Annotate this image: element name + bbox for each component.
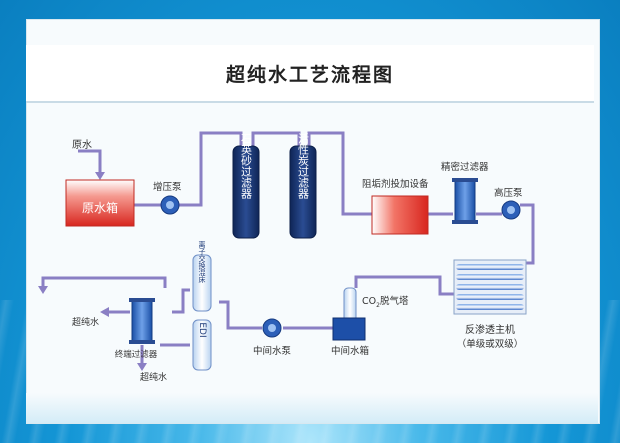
pipe-ix-loop: [172, 288, 190, 314]
arrow-top-return: [38, 286, 48, 294]
ro-membrane-tube-4: [456, 294, 524, 300]
ro-membrane-tube-1: [456, 264, 524, 270]
middle-water-tank: 中间水箱: [331, 317, 369, 357]
pipe-quartz-to-carbon: [251, 131, 301, 146]
label-edi: EDI: [197, 322, 207, 337]
co2-degasser-tower: CO2脱气塔: [343, 287, 409, 327]
arrow-raw-inlet: [95, 172, 105, 180]
label-carbon-filter: 活性炭过滤器: [297, 133, 310, 200]
label-booster-pump: 增压泵: [153, 181, 182, 193]
pipe-ro-to-degasser: [354, 275, 458, 296]
pipe-return-top: [41, 276, 167, 290]
label-ultrapure-return: 超纯水: [140, 371, 167, 383]
precision-filter: 精密过滤器: [441, 161, 489, 224]
ro-membrane-tube-3: [456, 284, 524, 290]
middle-water-pump: 中间水泵: [253, 318, 292, 357]
pipe-midpump-to-edi: [219, 300, 262, 330]
pipe-network: [41, 131, 535, 367]
panel-bottom-fade: [26, 393, 598, 423]
label-final-filter: 终端过滤器: [115, 349, 158, 360]
page-title: 超纯水工艺流程图: [225, 63, 394, 86]
label-ion-exchange: 离子交换混床: [198, 240, 206, 284]
label-precision-filter: 精密过滤器: [441, 161, 489, 173]
quartz-sand-filter: 石英砂过滤器: [232, 133, 260, 239]
edi-unit: EDI: [192, 319, 212, 371]
label-raw-water: 原水: [72, 139, 92, 151]
arrow-return: [137, 363, 147, 371]
ro-main-unit: 反渗透主机 （单级或双级）: [453, 259, 527, 350]
title-bar: 超纯水工艺流程图: [26, 45, 594, 103]
pipe-hp-to-ro: [520, 203, 535, 265]
label-high-pressure-pump: 高压泵: [494, 187, 523, 199]
pipe-raw-inlet: [78, 149, 102, 176]
label-antiscalant: 阻垢剂投加设备: [362, 178, 429, 190]
antiscalant-dosing: 阻垢剂投加设备: [362, 178, 429, 235]
high-pressure-pump: 高压泵: [494, 187, 523, 220]
label-middle-pump: 中间水泵: [253, 345, 292, 357]
activated-carbon-filter: 活性炭过滤器: [289, 133, 317, 239]
label-degasser: CO2脱气塔: [362, 295, 409, 309]
label-ro-stage: （单级或双级）: [457, 338, 524, 350]
pipe-booster-to-quartz: [179, 131, 243, 207]
label-ro-main: 反渗透主机: [465, 323, 515, 336]
arrow-out: [100, 307, 109, 317]
label-ultrapure-out: 超纯水: [72, 316, 99, 328]
pipe-carbon-to-antiscalant: [307, 131, 372, 216]
label-quartz-filter: 石英砂过滤器: [240, 133, 253, 200]
label-middle-tank: 中间水箱: [331, 345, 369, 357]
final-filter: 终端过滤器: [115, 298, 158, 360]
booster-pump: 增压泵: [153, 181, 182, 215]
raw-water-tank: 原水箱: [65, 179, 135, 227]
ro-membrane-tube-5: [456, 304, 524, 310]
label-raw-water-tank: 原水箱: [82, 200, 118, 215]
ro-membrane-tube-2: [456, 274, 524, 280]
flow-arrows: [38, 172, 147, 371]
ion-exchange-mixed-bed: 离子交换混床: [192, 240, 212, 312]
